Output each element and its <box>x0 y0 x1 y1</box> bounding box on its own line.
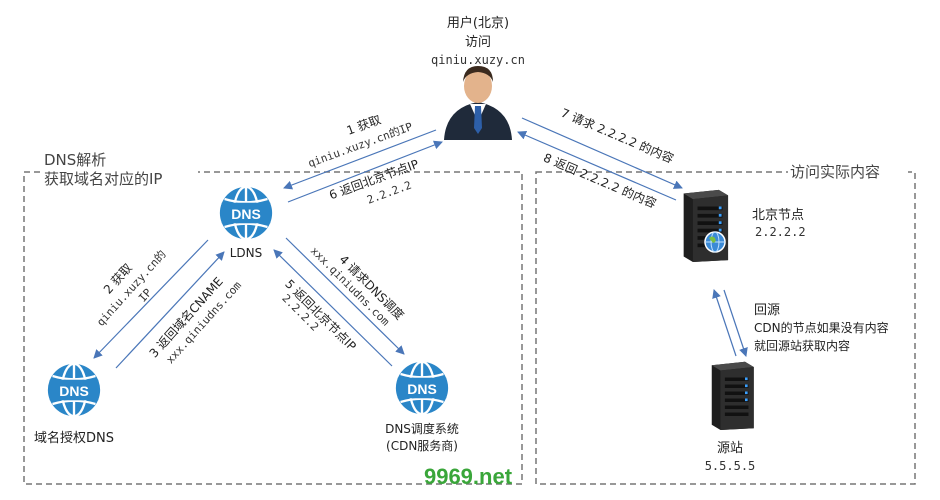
origin-note-title: 回源 <box>754 303 780 318</box>
auth-dns-icon-text: DNS <box>59 383 89 399</box>
user-domain: qiniu.xuzy.cn <box>431 53 525 67</box>
beijing-node-server-icon <box>683 189 729 262</box>
origin-note-line-3: 就回源站获取内容 <box>754 338 850 353</box>
arrow-step-6 <box>287 140 443 203</box>
user-action-label: 访问 <box>465 35 491 50</box>
dns-resolve-subtitle: 获取域名对应的IP <box>44 170 162 188</box>
access-section-title: 访问实际内容 <box>790 163 880 181</box>
beijing-node-label: 北京节点 <box>752 208 804 223</box>
dns-resolve-section-box <box>23 171 523 485</box>
ldns-label: LDNS <box>230 246 263 260</box>
globe-icon <box>704 231 726 253</box>
user-label: 用户(北京) <box>447 15 509 31</box>
user-avatar-icon <box>444 66 512 140</box>
arrow-step-3 <box>115 251 225 369</box>
origin-label: 源站 <box>717 441 743 456</box>
ldns-icon-text: DNS <box>231 206 261 222</box>
arrow-step-7 <box>521 117 683 189</box>
watermark: 9969.net <box>424 464 513 489</box>
arrow-step-8 <box>517 131 677 201</box>
beijing-node-ip: 2.2.2.2 <box>755 225 806 239</box>
cdn-dns-provider-label: (CDN服务商) <box>386 438 458 453</box>
origin-server-icon <box>711 361 754 430</box>
cdn-dns-label: DNS调度系统 <box>385 421 459 436</box>
dns-resolve-title: DNS解析 <box>44 151 106 169</box>
access-section-box <box>535 171 916 485</box>
origin-note-line-2: CDN的节点如果没有内容 <box>754 320 889 335</box>
arrow-origin-return <box>723 289 748 357</box>
arrow-origin-fetch <box>712 289 737 357</box>
arrow-step-1 <box>283 129 437 190</box>
cdn-dns-icon-text: DNS <box>407 381 437 397</box>
arrow-step-4 <box>285 237 405 355</box>
auth-dns-label: 域名授权DNS <box>34 430 114 446</box>
origin-ip: 5.5.5.5 <box>705 459 756 473</box>
step-8-label: 8 返回 2.2.2.2 的内容 <box>541 150 658 211</box>
arrow-step-5 <box>273 249 393 367</box>
arrow-step-2 <box>93 239 209 359</box>
